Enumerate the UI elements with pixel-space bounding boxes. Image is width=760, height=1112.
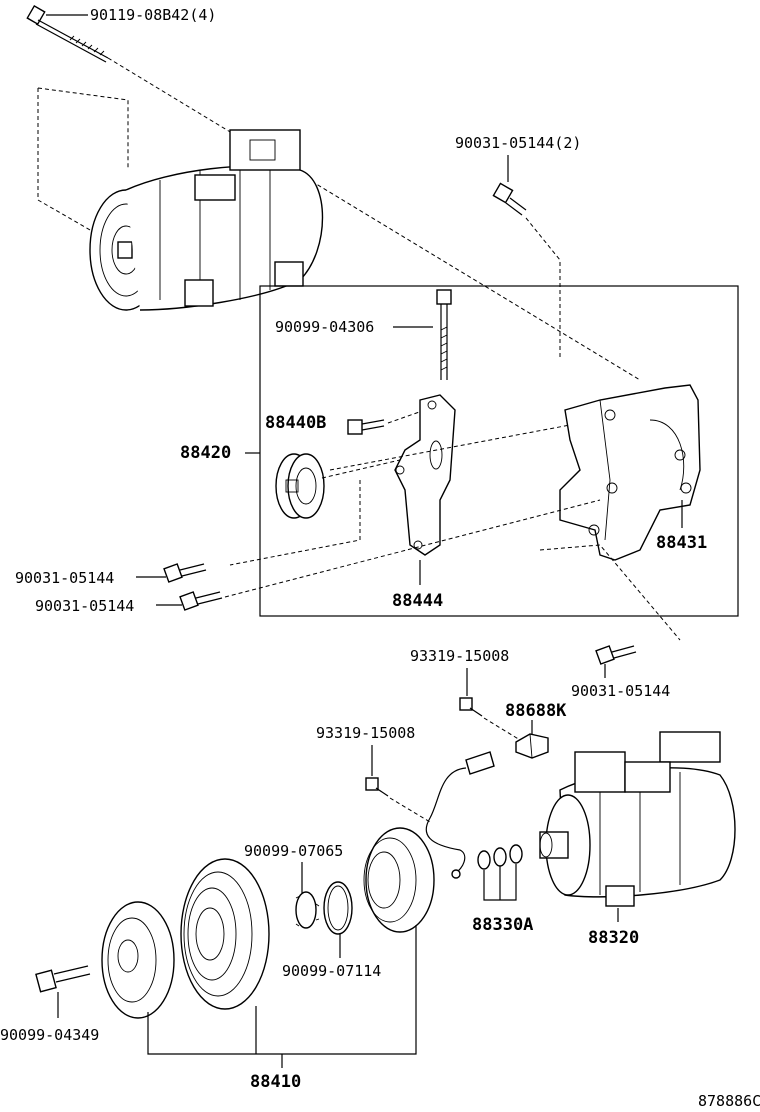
label-clutch-assembly: 88410 bbox=[250, 1072, 301, 1092]
connector-icon bbox=[515, 733, 549, 759]
compressor-top-icon bbox=[37, 57, 641, 381]
label-compressor: 88320 bbox=[588, 928, 639, 948]
label-bolt-top: 90119-08B42(4) bbox=[90, 6, 216, 24]
compressor-icon bbox=[539, 731, 736, 907]
bolt-icon bbox=[35, 965, 91, 993]
leader-line bbox=[321, 459, 401, 479]
label-bolt-bracket: 90099-04306 bbox=[275, 318, 374, 336]
label-bracket-plate: 88444 bbox=[392, 591, 443, 611]
leader-line bbox=[224, 499, 601, 598]
snap-ring-icon bbox=[323, 881, 353, 935]
clutch-pulley-icon bbox=[180, 858, 270, 1010]
bolt-icon bbox=[179, 591, 223, 611]
long-bolt-icon bbox=[26, 4, 109, 63]
leader-line bbox=[389, 797, 431, 823]
label-screw-1: 93319-15008 bbox=[410, 647, 509, 665]
assembly-box bbox=[259, 285, 739, 617]
label-screw-2: 93319-15008 bbox=[316, 724, 415, 742]
field-coil-icon bbox=[363, 751, 495, 933]
small-bolt-icon bbox=[347, 419, 385, 435]
vertical-bolt-icon bbox=[436, 289, 452, 380]
clutch-hub-icon bbox=[101, 901, 175, 1019]
label-bolt-clutch: 90099-04349 bbox=[0, 1026, 99, 1044]
screw-icon bbox=[459, 697, 483, 717]
label-shims: 88330A bbox=[472, 915, 533, 935]
leader-line bbox=[525, 217, 561, 360]
leader-line bbox=[483, 717, 521, 741]
bracket-plate-icon bbox=[394, 394, 456, 556]
screw-icon bbox=[365, 777, 389, 797]
bolt-icon bbox=[163, 563, 207, 583]
label-bolt-right: 90031-05144 bbox=[571, 682, 670, 700]
label-bolt-left-2: 90031-05144 bbox=[35, 597, 134, 615]
leader-line bbox=[329, 424, 571, 471]
label-connector: 88688K bbox=[505, 701, 567, 721]
idler-pulley-icon bbox=[275, 453, 325, 519]
label-snap-ring-2: 90099-07114 bbox=[282, 962, 381, 980]
leader-line bbox=[483, 864, 517, 901]
snap-ring-icon bbox=[295, 891, 320, 929]
diagram-code: 878886C bbox=[698, 1092, 760, 1110]
label-main-bracket: 88431 bbox=[656, 533, 707, 553]
bolt-icon bbox=[492, 182, 527, 216]
label-idler-pulley: 88440B bbox=[265, 413, 326, 433]
label-bolt-left-1: 90031-05144 bbox=[15, 569, 114, 587]
label-snap-ring-1: 90099-07065 bbox=[244, 842, 343, 860]
leader-line bbox=[539, 544, 681, 641]
label-bracket-assembly: 88420 bbox=[180, 443, 231, 463]
shims-icon bbox=[477, 844, 523, 870]
bolt-icon bbox=[595, 645, 637, 665]
label-bolt-upper-right: 90031-05144(2) bbox=[455, 134, 581, 152]
leader-line bbox=[229, 480, 361, 566]
main-bracket-icon bbox=[559, 384, 701, 561]
